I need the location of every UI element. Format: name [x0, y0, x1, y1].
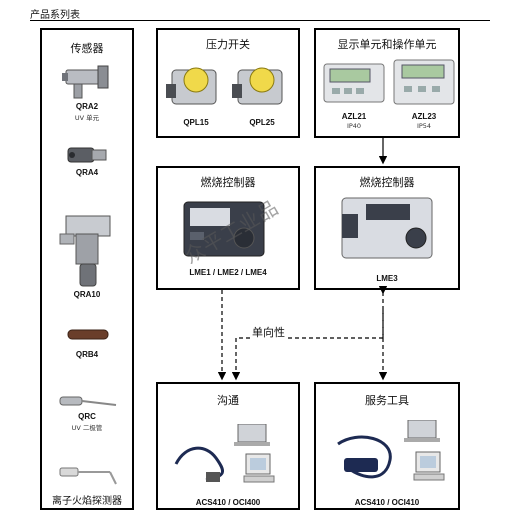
- sensor-label-qrc: QRC: [78, 412, 96, 421]
- qra4-sensor-image: [67, 147, 107, 163]
- service-tools-label: ACS410 / OCI410: [354, 498, 420, 507]
- display-unit-sub-azl21: IP40: [346, 122, 362, 130]
- arrow-lme3-to-comm: [231, 310, 384, 381]
- qpl15-image: [166, 67, 217, 105]
- ionization-probe-label: 离子火焰探测器: [52, 496, 122, 507]
- page-title: 产品系列表: [30, 10, 80, 21]
- display-unit-label-azl21: AZL21: [341, 112, 367, 121]
- sensors-title: 传感器: [70, 42, 104, 55]
- sensor-sub-qrc: UV 二极管: [71, 424, 103, 432]
- azl21-image: [323, 63, 385, 103]
- qra2-sensor-image: [62, 65, 109, 99]
- display-unit-label-azl23: AZL23: [411, 112, 437, 121]
- burner-controller-label-left: LME1 / LME2 / LME4: [189, 268, 267, 277]
- qpl25-image: [232, 67, 283, 105]
- pressure-switch-label-qpl15: QPL15: [183, 118, 209, 127]
- display-unit-sub-azl23: IP54: [416, 122, 432, 130]
- burner-controller-title-right: 燃烧控制器: [359, 176, 415, 189]
- display-unit-panel: 显示单元和操作单元 AZL21 IP40 AZL23 IP54: [314, 28, 460, 138]
- service-tools-panel: 服务工具 ACS410 / OCI410: [314, 382, 460, 510]
- title-divider: [30, 20, 490, 21]
- connector-label: 单向性: [250, 324, 287, 340]
- burner-controller-label-right: LME3: [376, 274, 398, 283]
- communication-equipment-image: [174, 424, 275, 483]
- communication-label: ACS410 / OCI400: [195, 498, 261, 507]
- burner-controller-title-left: 燃烧控制器: [200, 176, 256, 189]
- qra10-sensor-image: [59, 215, 111, 287]
- service-tools-title: 服务工具: [365, 394, 409, 407]
- sensor-label-qra10: QRA10: [73, 290, 101, 299]
- sensor-label-qra4: QRA4: [75, 168, 99, 177]
- sensor-label-qra2: QRA2: [75, 102, 99, 111]
- service-tools-equipment-image: [337, 420, 445, 481]
- lme1-controller-image: [183, 201, 265, 257]
- display-unit-title: 显示单元和操作单元: [337, 38, 437, 51]
- qrb4-sensor-image: [67, 329, 109, 340]
- azl23-image: [393, 59, 455, 105]
- communication-title: 沟通: [217, 394, 239, 407]
- sensors-panel: 传感器 QRA2 UV 单元 QRA4 QRA10 QRB4 QRC UV 二极…: [40, 28, 134, 510]
- burner-controller-lme3-panel: 燃烧控制器 LME3: [314, 166, 460, 290]
- lme3-controller-image: [341, 197, 433, 259]
- pressure-switch-label-qpl25: QPL25: [249, 118, 275, 127]
- pressure-switch-title: 压力开关: [206, 38, 250, 51]
- qrc-sensor-image: [59, 396, 117, 406]
- sensor-sub-qra2: UV 单元: [74, 114, 100, 122]
- communication-panel: 沟通 ACS410 / OCI400: [156, 382, 300, 510]
- sensor-label-qrb4: QRB4: [75, 350, 99, 359]
- burner-controller-lme1-panel: 燃烧控制器 LME1 / LME2 / LME4: [156, 166, 300, 290]
- ionization-probe-image: [59, 467, 117, 485]
- pressure-switch-panel: 压力开关 QPL15 QPL25: [156, 28, 300, 138]
